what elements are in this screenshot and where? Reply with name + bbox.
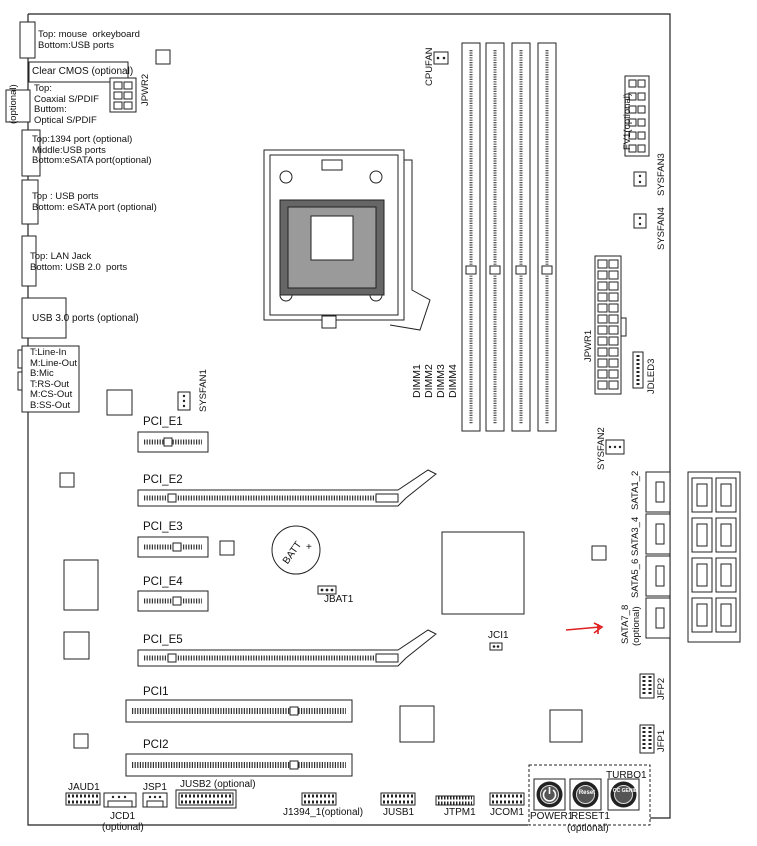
sata7-8-label: SATA7_8 [620,604,631,644]
ps2-label: Top: mouse orkeyboard Bottom:USB ports [38,29,140,51]
oc-genie-text: OC GENIE [612,788,638,794]
jpwr2-label: JPWR2 [140,73,151,106]
port-1394-label: Top:1394 port (optional) Middle:USB port… [32,134,152,166]
pci-e1-label: PCI_E1 [143,416,183,428]
turbo-button[interactable]: OC GENIE [609,780,639,810]
sata-optional-label: (optional) [631,606,642,646]
spdif-label: Top: Coaxial S/PDIF Buttom: Optical S/PD… [34,83,99,126]
pci-e3-label: PCI_E3 [143,521,183,533]
pci-e2-label: PCI_E2 [143,474,183,486]
power-button[interactable] [535,780,565,810]
pci2-label: PCI2 [143,739,169,751]
buttons-optional-label: (optional) [567,823,609,834]
jfp2-label: JFP2 [656,677,667,700]
pci-e4-label: PCI_E4 [143,576,183,588]
pci-e5-label: PCI_E5 [143,634,183,646]
jusb2-label: JUSB2 (optional) [180,779,256,790]
turbo1-label: TURBO1 [606,770,647,781]
jfp1-label: JFP1 [656,729,667,752]
jusb1-label: JUSB1 [383,807,415,818]
reset1-label: RESET1 [571,811,610,822]
jcd1-optional-label: (optional) [102,822,144,833]
dimm2-label: DIMM2 [423,364,435,398]
sysfan1-label: SYSFAN1 [198,369,209,412]
usb-esata-label: Top : USB ports Bottom: eSATA port (opti… [32,191,157,213]
jpwr1-label: JPWR1 [583,329,594,362]
jsp1-label: JSP1 [143,782,167,793]
clear-cmos-label: Clear CMOS (optional) [32,66,134,77]
cpufan-label: CPUFAN [424,47,435,86]
jbat1-label: JBAT1 [324,594,354,605]
power-icon [542,787,558,803]
audio-label: T:Line-In M:Line-Out B:Mic T:RS-Out M:CS… [30,347,77,411]
reset-button-text: Reset [578,790,596,796]
sata1-2-label: SATA1_2 [630,470,641,510]
power1-label: POWER1 [530,811,574,822]
sata5-6-label: SATA5_6 [630,558,641,598]
sysfan3-label: SYSFAN3 [656,153,667,196]
spdif-side-label: (optional) [8,84,19,124]
lan-label: Top: LAN Jack Bottom: USB 2.0 ports [30,251,128,273]
sata3-4-label: SATA3_4 [630,516,641,556]
jcom1-label: JCOM1 [490,807,524,818]
sysfan4-label: SYSFAN4 [656,207,667,250]
reset-button[interactable]: Reset [571,780,601,810]
dimm3-label: DIMM3 [435,364,447,398]
jtpm1-label: JTPM1 [444,807,476,818]
dimm1-label: DIMM1 [411,364,423,398]
j1394-label: J1394_1(optional) [283,807,364,818]
jdled3-label: JDLED3 [646,358,657,394]
jaud1-label: JAUD1 [68,782,100,793]
batt-plus-label: + [306,542,312,553]
usb3-label: USB 3.0 ports (optional) [32,313,139,324]
fv1-label: FV1(optional) [622,92,633,150]
pci1-label: PCI1 [143,686,169,698]
sysfan2-label: SYSFAN2 [596,427,607,470]
jcd1-label: JCD1 [110,811,136,822]
dimm4-label: DIMM4 [447,364,459,398]
jci1-label: JCI1 [488,630,509,641]
